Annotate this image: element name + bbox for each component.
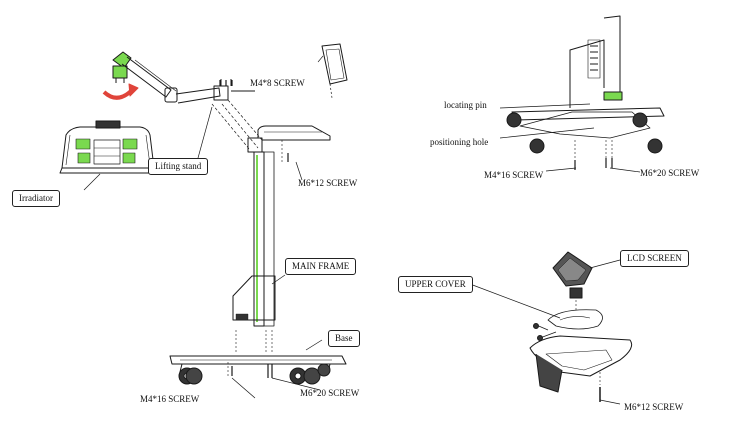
upper-cover-label: UPPER COVER xyxy=(398,276,473,293)
caster-wheel xyxy=(178,363,331,385)
main-frame xyxy=(227,125,331,376)
lcd-cover-detail xyxy=(529,251,633,402)
screw-icon xyxy=(219,80,613,378)
locating-pin-label: locating pin xyxy=(444,100,487,110)
m6x20-screw-detail-label: M6*20 SCREW xyxy=(640,168,700,178)
lifting-stand-label: Lifting stand xyxy=(148,158,209,175)
m4x16-screw-detail-label: M4*16 SCREW xyxy=(484,170,544,180)
main-frame-label: MAIN FRAME xyxy=(285,258,357,275)
m4x16-screw-main-label: M4*16 SCREW xyxy=(140,394,200,404)
lcd-screen-main xyxy=(317,43,348,99)
locating-pin-detail xyxy=(506,15,665,158)
base-label: Base xyxy=(328,330,360,347)
m6x12-screw-main-label: M6*12 SCREW xyxy=(298,178,358,188)
m6x12-screw-detail-label: M6*12 SCREW xyxy=(624,402,684,412)
irradiator-head xyxy=(59,120,157,174)
leader-lines xyxy=(83,103,641,405)
rotate-arrow-icon xyxy=(102,89,133,100)
base-assembly xyxy=(169,355,347,385)
m4x8-screw-label: M4*8 SCREW xyxy=(250,78,305,88)
lifting-stand xyxy=(112,51,263,151)
positioning-hole-label: positioning hole xyxy=(430,137,489,147)
lcd-screen-label: LCD SCREEN xyxy=(620,250,689,267)
m6x20-screw-main-label: M6*20 SCREW xyxy=(300,388,360,398)
irradiator-label: Irradiator xyxy=(12,190,60,207)
